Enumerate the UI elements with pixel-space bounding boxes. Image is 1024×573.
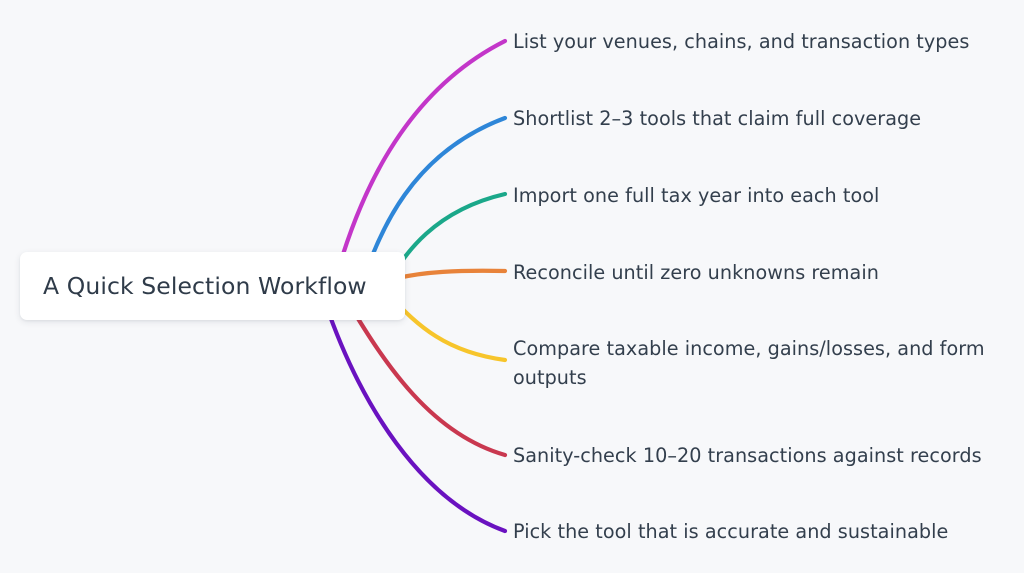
branch-label-3[interactable]: Reconcile until zero unknowns remain — [513, 261, 879, 284]
branch-label-4[interactable]: Compare taxable income, gains/losses, an… — [513, 337, 985, 389]
root-node-label: A Quick Selection Workflow — [43, 271, 367, 300]
branch-curve-3 — [395, 268, 508, 281]
branch-curve-6 — [322, 299, 508, 534]
root-node[interactable]: A Quick Selection Workflow — [20, 252, 405, 320]
branch-label-2[interactable]: Import one full tax year into each tool — [513, 184, 880, 207]
branch-label-5[interactable]: Sanity-check 10–20 transactions against … — [513, 444, 982, 467]
branch-label-6[interactable]: Pick the tool that is accurate and susta… — [513, 520, 949, 543]
branch-label-0[interactable]: List your venues, chains, and transactio… — [513, 30, 970, 53]
branch-curve-5 — [345, 299, 508, 458]
branch-curve-4 — [387, 293, 508, 363]
branch-label-1[interactable]: Shortlist 2–3 tools that claim full cove… — [513, 107, 922, 130]
